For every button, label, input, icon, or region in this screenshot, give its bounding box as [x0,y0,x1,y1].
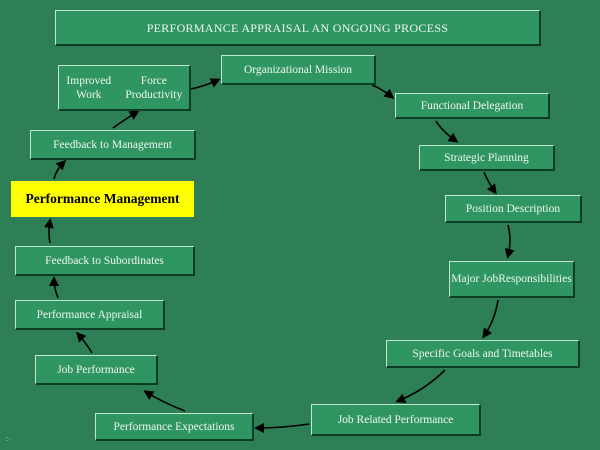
box-text: Feedback to Subordinates [45,254,164,267]
box-text: Performance Expectations [113,420,235,433]
box-text: Strategic Planning [444,151,529,164]
box-text: Functional Delegation [420,99,524,112]
arrow-subordinates-to-management [43,218,54,244]
box-major-job-responsibilities: Major Job Responsibilities [449,261,575,298]
box-performance-management: Performance Management [11,181,194,217]
arrow-productivity-to-mission [190,78,221,90]
box-text-line-1: Major Job [451,273,499,285]
box-text: Performance Management [25,191,180,206]
box-text: Job Performance [57,363,135,376]
watermark-mark: ∶· [6,435,11,444]
box-text: Job Related Performance [337,413,454,426]
box-text-line-2: Responsibilities [498,273,572,285]
arrow-goals-to-related [395,369,446,403]
box-text: Organizational Mission [243,63,353,76]
box-performance-expectations: Performance Expectations [95,413,254,441]
box-text-line-2: Force Productivity [125,74,183,101]
box-text: Performance Appraisal [36,308,143,321]
arrow-management-to-feedback [53,159,67,180]
arrow-planning-to-position [483,171,497,195]
box-functional-delegation: Functional Delegation [395,93,550,119]
box-improved-productivity: Improved Work Force Productivity [58,65,191,111]
arrow-feedback-to-productivity [112,110,140,129]
box-job-performance: Job Performance [35,355,158,385]
diagram-title: PERFORMANCE APPRAISAL AN ONGOING PROCESS [55,10,541,46]
arrow-mission-to-delegation [371,84,395,99]
box-text: Feedback to Management [53,138,172,151]
box-specific-goals-timetables: Specific Goals and Timetables [386,340,580,368]
box-job-related-performance: Job Related Performance [311,404,481,436]
box-feedback-subordinates: Feedback to Subordinates [15,246,195,276]
box-performance-appraisal: Performance Appraisal [15,300,165,330]
arrow-appraisal-to-subordinates [49,276,60,299]
box-organizational-mission: Organizational Mission [221,55,376,85]
box-text: Specific Goals and Timetables [412,347,553,360]
arrow-jobperf-to-appraisal [76,331,93,354]
arrow-related-to-expectations [254,422,310,433]
arrow-delegation-to-planning [435,120,459,143]
box-feedback-management: Feedback to Management [30,130,196,160]
box-position-description: Position Description [445,195,582,223]
box-strategic-planning: Strategic Planning [419,145,555,171]
box-text-line-1: Improved Work [66,74,112,101]
arrow-position-to-responsibilities [504,224,515,259]
box-text: Position Description [465,202,561,215]
arrow-expectations-to-jobperf [143,390,186,412]
diagram-title-text: PERFORMANCE APPRAISAL AN ONGOING PROCESS [146,20,449,35]
arrow-responsibilities-to-goals [482,299,499,339]
